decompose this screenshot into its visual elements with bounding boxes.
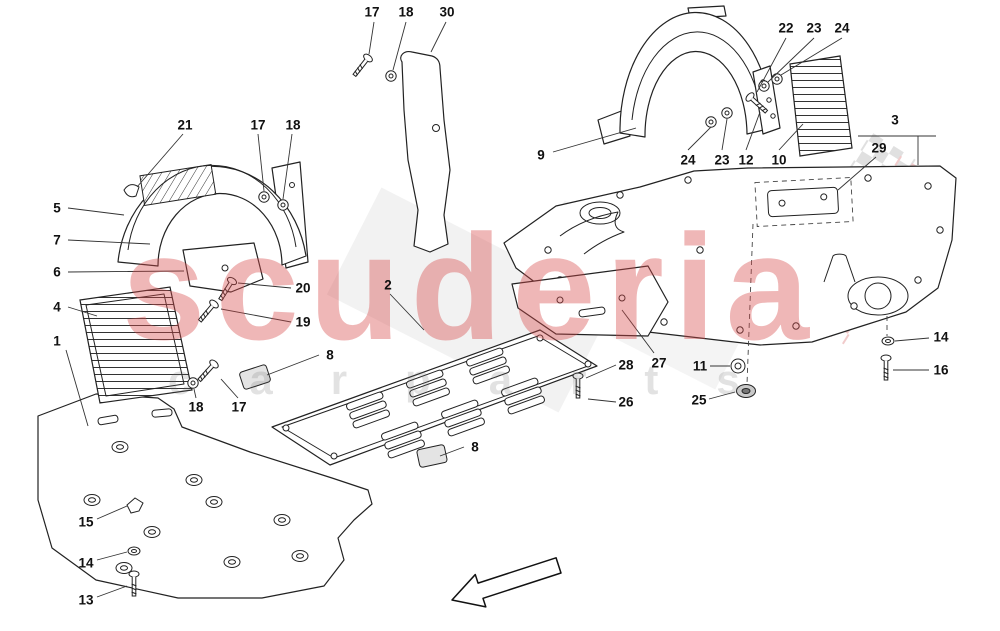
assembly-axes <box>746 223 888 385</box>
part-8-pad-right <box>416 444 448 468</box>
fasteners <box>123 52 895 597</box>
part-6-bracket <box>182 242 264 293</box>
washer-18-top <box>385 70 397 82</box>
wheelhouse-grille-opening <box>139 163 217 207</box>
part-30-vertical-shield <box>400 51 451 253</box>
washer-14-lower <box>127 546 141 556</box>
part-4-louvered-panel <box>79 286 193 404</box>
washer-24-top <box>771 73 783 85</box>
grommet-25 <box>736 384 756 398</box>
part-8-pad-left <box>239 364 271 390</box>
screw-17-top <box>350 52 375 79</box>
washer-23-mid <box>721 107 733 119</box>
washer-24-mid <box>705 116 717 128</box>
screw-19 <box>195 297 221 325</box>
washer-18-mid <box>277 199 289 211</box>
direction-arrow-icon <box>451 557 562 608</box>
clip-15 <box>126 497 144 514</box>
part-27-sub-panel <box>511 265 669 337</box>
leader-lines <box>65 21 936 598</box>
part-10-louvered-vent <box>789 55 853 157</box>
screw-17-lower <box>195 357 221 385</box>
washer-14-right <box>881 336 895 346</box>
screw-16 <box>880 354 892 381</box>
part-1-front-undertray-panel <box>37 393 373 599</box>
part-9-rear-wheelhouse <box>597 5 773 145</box>
screw-28-26 <box>572 372 584 399</box>
part-29-outline-dashed <box>754 177 854 227</box>
part-29-bracket <box>767 186 839 218</box>
grommet-11 <box>730 358 746 374</box>
part-5-front-wheelhouse <box>117 163 307 267</box>
washer-18-lower <box>187 377 199 389</box>
part-2-central-undertray-plate <box>271 329 598 466</box>
washer-17-mid <box>258 191 270 203</box>
clip-21 <box>123 184 140 198</box>
